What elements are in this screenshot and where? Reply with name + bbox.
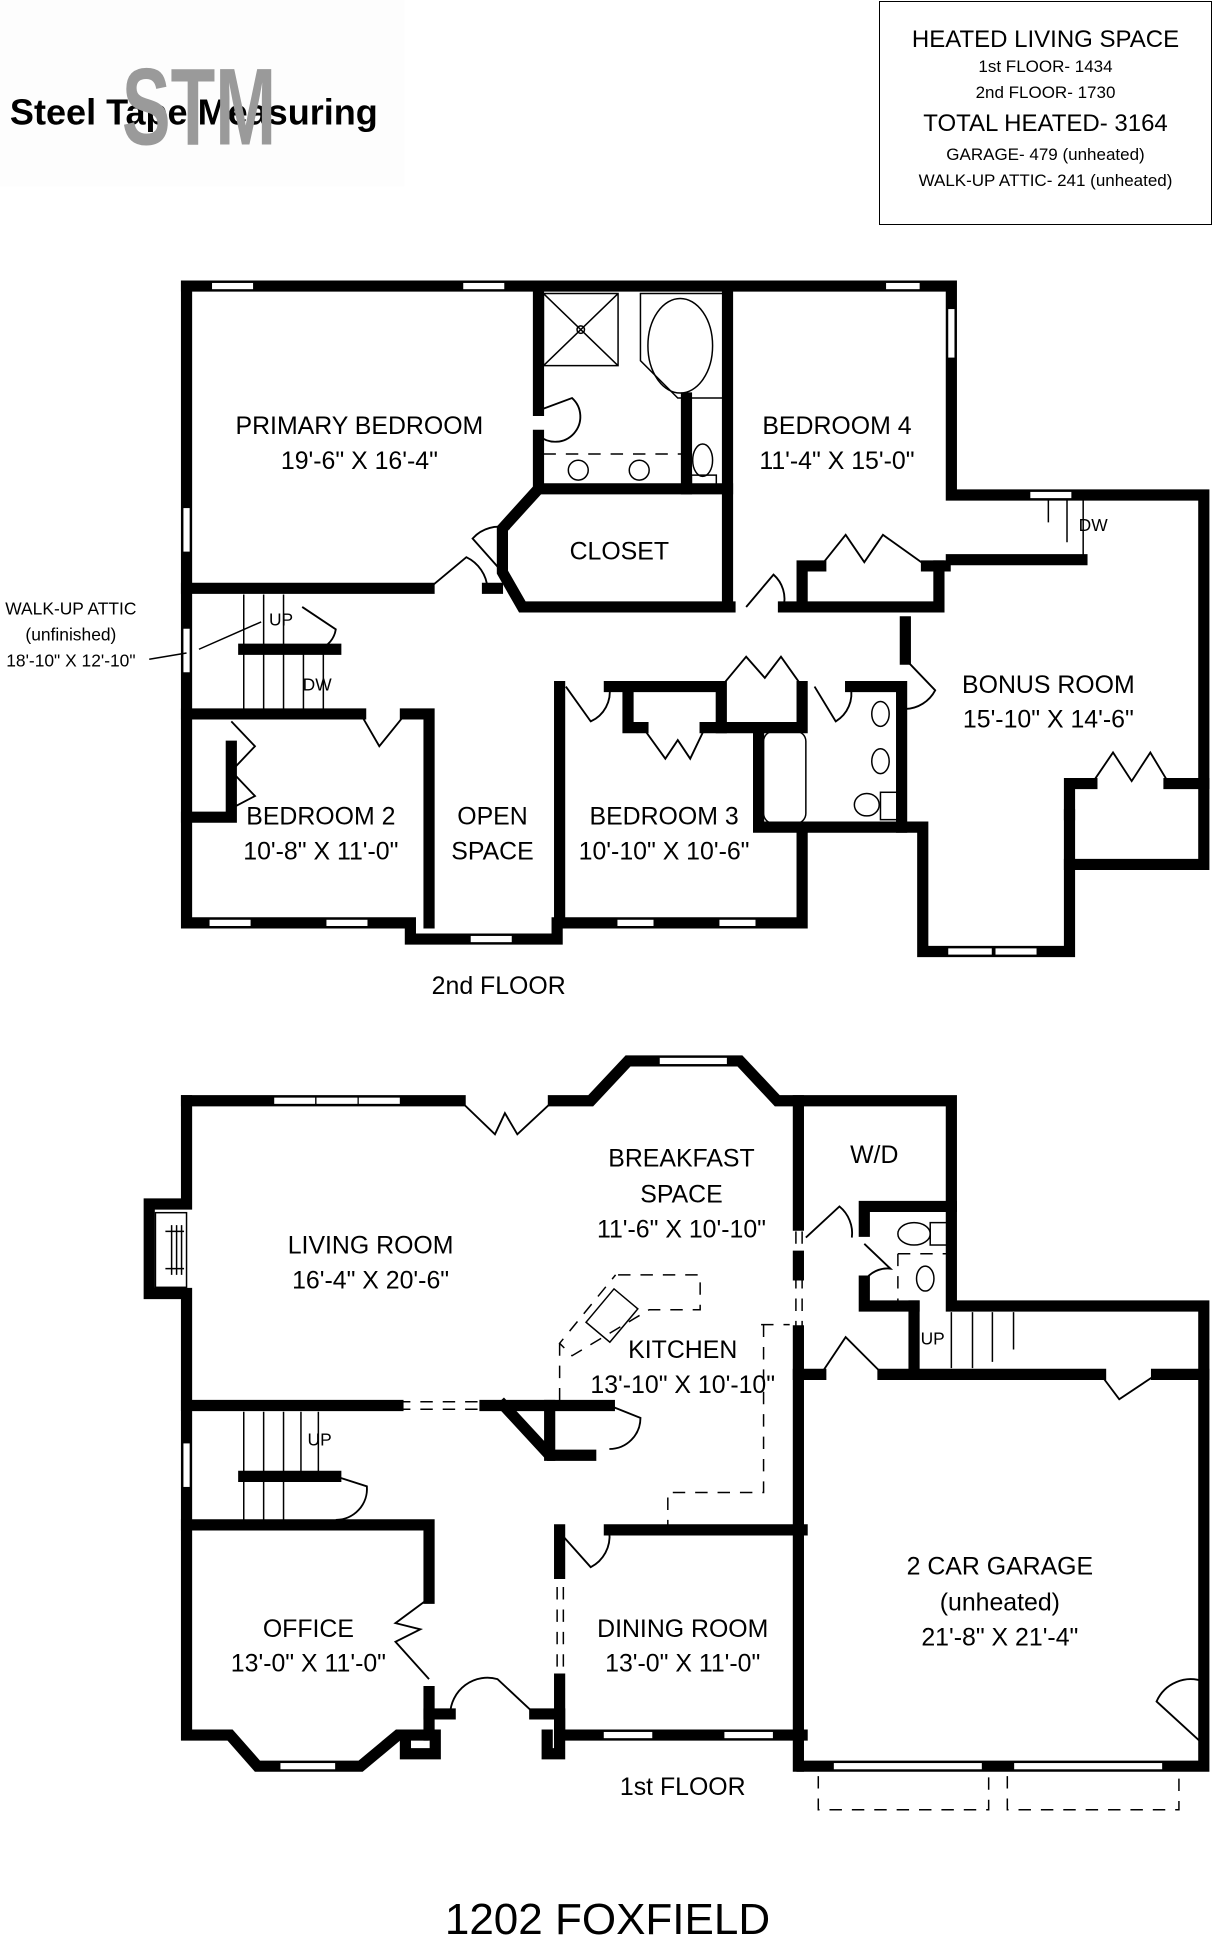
room-garage-note: (unheated) bbox=[940, 1589, 1060, 1617]
room-living-room-dims: 16'-4" X 20'-6" bbox=[292, 1267, 449, 1295]
room-bedroom-3-name: BEDROOM 3 bbox=[589, 803, 738, 831]
room-dining-room-name: DINING ROOM bbox=[597, 1615, 768, 1643]
room-living-room-name: LIVING ROOM bbox=[288, 1232, 454, 1260]
room-bonus-room-dims: 15'-10" X 14'-6" bbox=[963, 706, 1134, 734]
room-bedroom-2-dims: 10'-8" X 11'-0" bbox=[243, 837, 398, 865]
room-closet-name: CLOSET bbox=[570, 538, 669, 566]
second-floor-plan: UP DW DW PRIMARY BEDROOM 19'-6" X 16'-4"… bbox=[5, 280, 1210, 1000]
dw-label-bonus: DW bbox=[1079, 515, 1109, 535]
attic-note-line3: 18'-10" X 12'-10" bbox=[6, 651, 135, 671]
room-bedroom-3-dims: 10'-10" X 10'-6" bbox=[579, 837, 750, 865]
room-open-space-line1: OPEN bbox=[457, 803, 527, 831]
attic-note-line2: (unfinished) bbox=[25, 625, 116, 645]
room-dining-room-dims: 13'-0" X 11'-0" bbox=[605, 1650, 760, 1678]
room-office-dims: 13'-0" X 11'-0" bbox=[231, 1650, 386, 1678]
room-garage-name: 2 CAR GARAGE bbox=[907, 1553, 1093, 1581]
summary-total: TOTAL HEATED- 3164 bbox=[923, 110, 1168, 137]
room-bedroom-4-name: BEDROOM 4 bbox=[762, 412, 911, 440]
room-bedroom-4-dims: 11'-4" X 15'-0" bbox=[759, 447, 914, 475]
summary-heading: HEATED LIVING SPACE bbox=[911, 26, 1180, 53]
first-floor-label: 1st FLOOR bbox=[620, 1773, 746, 1801]
room-wd-name: W/D bbox=[850, 1141, 898, 1169]
room-kitchen-name: KITCHEN bbox=[628, 1336, 737, 1364]
logo-company-text: Steel Tape Measuring bbox=[10, 91, 378, 132]
company-logo: Steel Tape Measuring STM bbox=[0, 0, 405, 187]
first-floor-plan: UP UP LIVING ROOM 16'-4" X 20'-6" BREAKF… bbox=[143, 1055, 1210, 1811]
area-summary-box: HEATED LIVING SPACE 1st FLOOR- 1434 2nd … bbox=[879, 1, 1212, 225]
room-bedroom-2-name: BEDROOM 2 bbox=[246, 803, 395, 831]
summary-second-floor: 2nd FLOOR- 1730 bbox=[975, 83, 1116, 102]
room-primary-bedroom-dims: 19'-6" X 16'-4" bbox=[281, 447, 438, 475]
room-breakfast-line1: BREAKFAST bbox=[608, 1145, 754, 1173]
room-kitchen-dims: 13'-10" X 10'-10" bbox=[590, 1371, 775, 1399]
stairs-up-label-garage: UP bbox=[921, 1329, 945, 1349]
stairs-up-label-2f: UP bbox=[269, 610, 293, 630]
summary-attic: WALK-UP ATTIC- 241 (unheated) bbox=[918, 171, 1173, 190]
room-garage-dims: 21'-8" X 21'-4" bbox=[921, 1624, 1078, 1652]
attic-note-line1: WALK-UP ATTIC bbox=[5, 598, 136, 618]
dw-label-hall: DW bbox=[303, 674, 333, 694]
room-primary-bedroom-name: PRIMARY BEDROOM bbox=[236, 412, 484, 440]
second-floor-label: 2nd FLOOR bbox=[432, 972, 566, 1000]
summary-garage: GARAGE- 479 (unheated) bbox=[946, 145, 1145, 164]
logo-monogram: STM bbox=[122, 46, 276, 168]
address-title: 1202 FOXFIELD bbox=[444, 1895, 771, 1944]
stairs-up-label-1f: UP bbox=[308, 1429, 332, 1449]
room-breakfast-line2: SPACE bbox=[640, 1181, 722, 1209]
room-open-space-line2: SPACE bbox=[451, 837, 533, 865]
room-office-name: OFFICE bbox=[263, 1615, 354, 1643]
room-bonus-room-name: BONUS ROOM bbox=[962, 671, 1135, 699]
room-breakfast-dims: 11'-6" X 10'-10" bbox=[597, 1216, 766, 1244]
summary-first-floor: 1st FLOOR- 1434 bbox=[978, 57, 1113, 76]
